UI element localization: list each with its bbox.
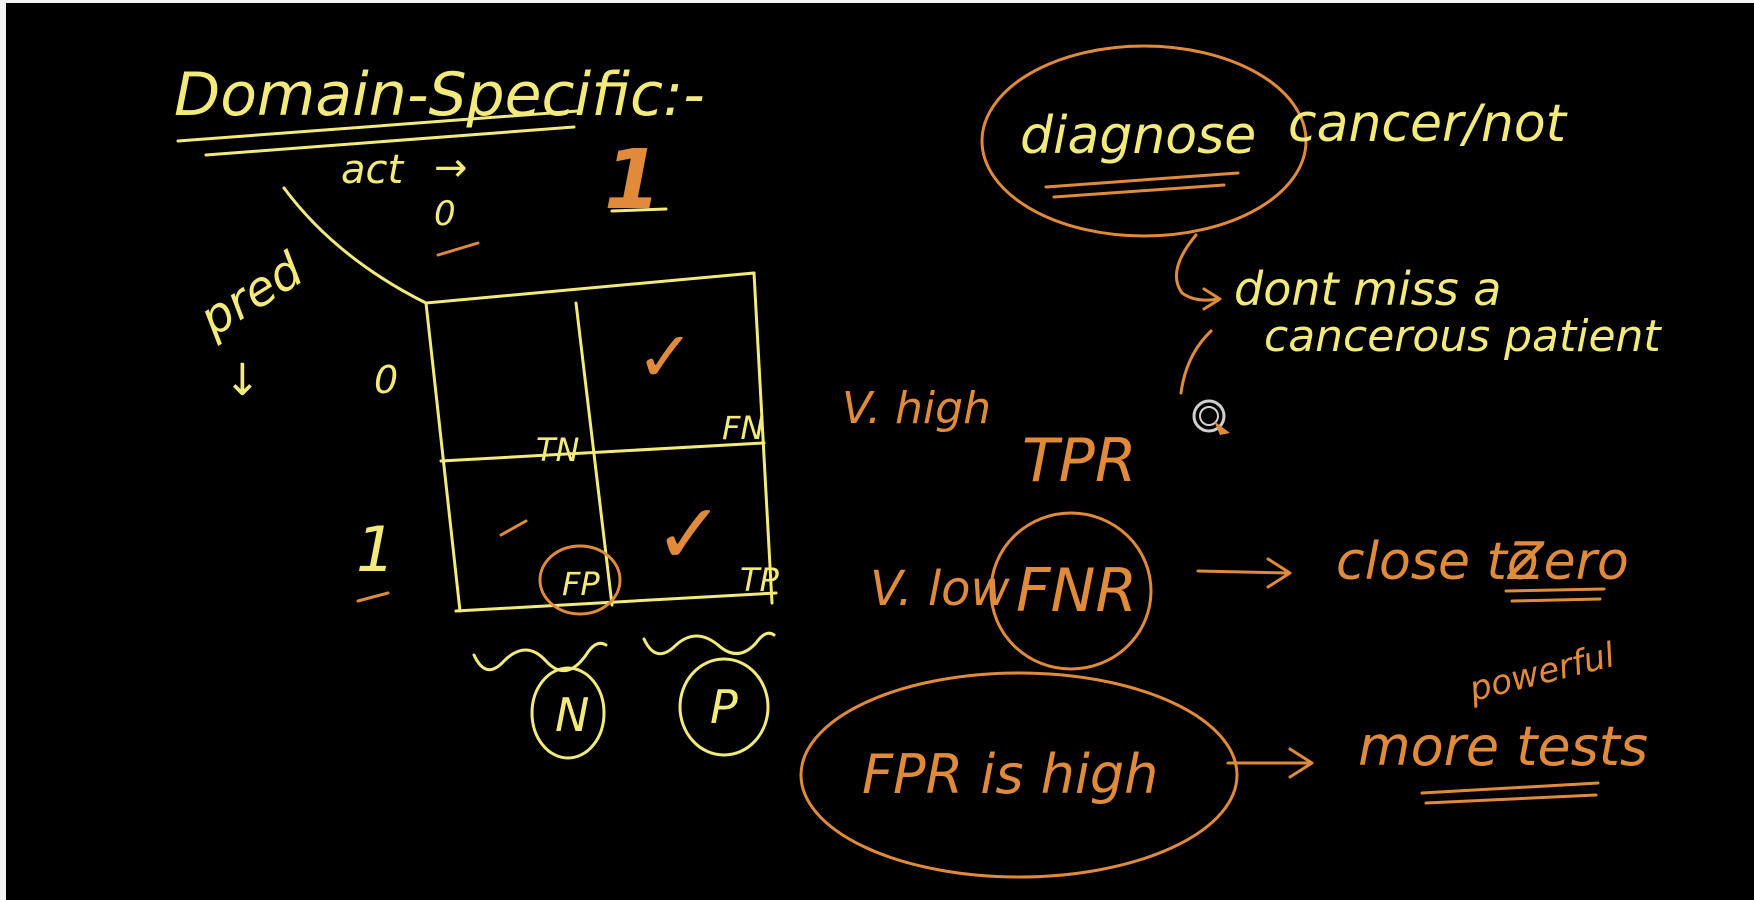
pred-zero: 0: [374, 358, 398, 402]
cursor-icon: [1192, 399, 1230, 435]
cell-tn: TN: [536, 431, 580, 469]
brace-p: [642, 631, 776, 656]
fnr: FNR: [1016, 556, 1137, 626]
more-tests: more tests: [1358, 715, 1648, 778]
powerful: powerful: [1464, 635, 1619, 710]
pred-one: 1: [356, 513, 395, 586]
matrix-top: [424, 271, 756, 305]
tests-underline-2: [1424, 793, 1598, 805]
fnr-arrow-line: [1196, 569, 1290, 575]
n-label: N: [555, 688, 589, 742]
pred-arrow: ↓: [224, 355, 261, 406]
dont-miss-arrowhead: [1202, 287, 1222, 311]
act-arrow: →: [434, 145, 468, 191]
diagnose-circle: [980, 44, 1308, 238]
cancer-not: cancer/not: [1288, 94, 1568, 154]
act-zero-mark: [436, 241, 480, 257]
title-underline-2: [204, 125, 576, 157]
handwritten-notes: Domain-Specific:- act → 0 1 pred ↓ 0 1 ✓…: [174, 44, 1662, 879]
blackboard: Domain-Specific:- act → 0 1 pred ↓ 0 1 ✓…: [6, 3, 1754, 900]
matrix-bottom: [454, 591, 778, 613]
check-fn-cell: ✓: [636, 316, 695, 398]
diagnose-word: diagnose: [1020, 106, 1256, 166]
dont-miss-line1: dont miss a: [1234, 262, 1502, 316]
close-to: close to: [1336, 532, 1539, 592]
title-underline-1: [176, 109, 580, 143]
fnr-circle: [989, 511, 1153, 671]
check-tp-cell: ✓: [654, 485, 724, 583]
matrix-right: [752, 271, 774, 605]
cell-fp: FP: [562, 565, 600, 603]
cell-tp: TP: [740, 561, 780, 599]
pred-one-mark: [356, 591, 390, 603]
fnr-arrowhead: [1266, 557, 1292, 589]
zero: Zero: [1506, 532, 1629, 592]
tests-underline-1: [1420, 781, 1600, 795]
v-high: V. high: [842, 383, 991, 434]
fpr-circle: [799, 671, 1239, 879]
act-label: act: [341, 147, 405, 193]
stray-stroke: [1179, 329, 1213, 395]
act-zero: 0: [434, 194, 456, 234]
zero-underline-2: [1510, 597, 1602, 603]
p-label: P: [710, 680, 738, 734]
p-circle: [678, 657, 770, 757]
fp-cell-mark: [499, 519, 528, 537]
fp-circle: [538, 544, 622, 616]
act-one-underline: [610, 207, 668, 213]
header-diagonal: [282, 186, 428, 305]
matrix-horizontal-divider: [439, 441, 766, 463]
fpr-high: FPR is high: [862, 743, 1158, 806]
brace-n: [472, 641, 608, 672]
pred-label: pred: [189, 241, 313, 348]
diagnose-underline-1: [1044, 171, 1240, 189]
diagnose-underline-2: [1052, 183, 1226, 199]
dont-miss-arrow: [1174, 233, 1220, 302]
title-domain-specific: Domain-Specific:-: [174, 60, 705, 130]
zero-underline-1: [1504, 587, 1606, 593]
act-one: 1: [604, 133, 661, 228]
fpr-arrowhead: [1288, 747, 1314, 779]
tpr: TPR: [1022, 426, 1137, 496]
dont-miss-line2: cancerous patient: [1264, 311, 1662, 362]
cell-fn: FN: [722, 409, 764, 447]
matrix-left: [424, 301, 462, 613]
v-low: V. low: [870, 561, 1011, 617]
n-circle: [530, 666, 606, 760]
